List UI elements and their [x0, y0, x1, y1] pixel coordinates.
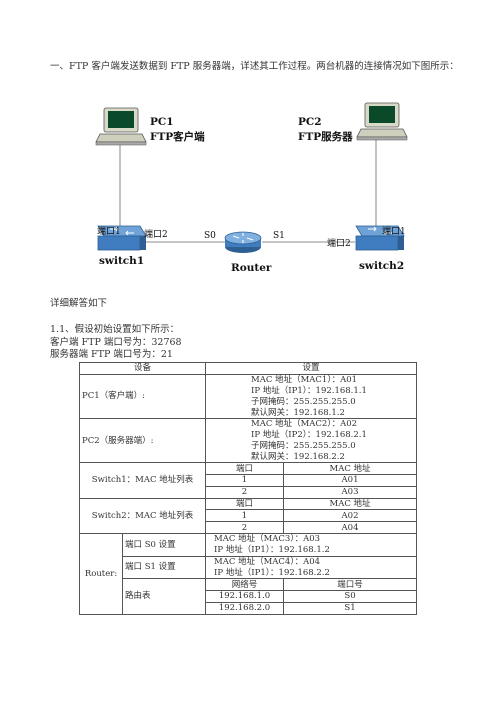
s1-cell: 端口 S1 设置 — [121, 555, 207, 580]
pc1-name-label: PC1 — [150, 116, 174, 128]
table-header-row: 设备 设置 — [78, 362, 418, 375]
switch2-label: switch2 — [359, 260, 405, 272]
s0-ip: IP 地址（IP1）：192.168.1.2 — [205, 544, 418, 557]
sw2-port1-label: 端口1 — [382, 227, 406, 237]
route-row1-net: 192.168.1.0 — [205, 589, 285, 603]
sw1-row1-mac: A01 — [283, 473, 418, 487]
pc2-name-label: PC2 — [298, 116, 322, 128]
router-cell: Router: — [79, 532, 123, 615]
table-row: Switch2：MAC 地址列表 端口 MAC 地址 — [78, 497, 418, 534]
sw1-row1-port: 1 — [205, 473, 285, 487]
pc1-cell: PC1（客户端）: — [78, 373, 207, 419]
switch2-cell: Switch2：MAC 地址列表 — [78, 497, 207, 534]
settings-table: 设备 设置 PC1（客户端）: MAC 地址（MAC1）：A01 IP 地址（I… — [78, 362, 418, 615]
pc2-role-label: FTP服务器 — [298, 131, 353, 143]
s1-ip: IP 地址（IP1）：192.168.2.2 — [205, 567, 418, 580]
route-table-cell: 路由表 — [121, 578, 207, 615]
router-s0-label: S0 — [204, 231, 216, 241]
switch1-icon — [97, 225, 147, 251]
pc2-computer-icon — [356, 102, 408, 141]
switch2-icon — [355, 225, 405, 251]
sw1-port-header: 端口 — [205, 462, 285, 475]
router-label: Router — [231, 262, 272, 274]
table-row: PC1（客户端）: MAC 地址（MAC1）：A01 — [78, 373, 418, 419]
pc2-gateway: 默认网关：192.168.2.2 — [205, 451, 418, 464]
s1-mac: MAC 地址（MAC4）：A04 — [205, 555, 418, 568]
header-device: 设备 — [78, 362, 207, 375]
sw1-port1-label: 端口1 — [97, 227, 121, 237]
sw1-port2-label: 端口2 — [144, 230, 168, 240]
client-port-text: 客户端 FTP 端口号为：32768 — [50, 337, 182, 348]
sw2-row1-port: 1 — [205, 509, 285, 523]
table-row: Router: 端口 S0 设置 MAC 地址（MAC3）：A03 — [79, 532, 418, 615]
sw2-port2-label: 端口2 — [327, 239, 351, 249]
sw2-mac-header: MAC 地址 — [283, 497, 418, 511]
pc2-mask: 子网掩码：255.255.255.0 — [205, 440, 418, 452]
sw2-port-header: 端口 — [205, 497, 285, 511]
pc1-computer-icon — [95, 107, 147, 146]
sw1-row2-port: 2 — [205, 485, 285, 499]
table-row: PC2（服务器端）: MAC 地址（MAC2）：A02 — [78, 417, 418, 464]
sw1-row2-mac: A03 — [283, 485, 418, 499]
pc1-role-label: FTP客户端 — [150, 131, 205, 143]
net-header: 网络号 — [205, 578, 285, 591]
sw1-mac-header: MAC 地址 — [283, 462, 418, 475]
pc1-mac: MAC 地址（MAC1）：A01 — [205, 373, 418, 386]
router-icon — [224, 231, 262, 253]
route-row2-port: S1 — [283, 601, 418, 615]
pc2-mac: MAC 地址（MAC2）：A02 — [205, 417, 418, 430]
pc2-cell: PC2（服务器端）: — [78, 417, 207, 464]
sw2-row1-mac: A02 — [283, 509, 418, 523]
pc1-mask: 子网掩码：255.255.255.0 — [205, 396, 418, 408]
header-setting: 设置 — [205, 362, 418, 375]
pc2-ip: IP 地址（IP2）：192.168.2.1 — [205, 429, 418, 441]
answer-intro: 详细解答如下 — [50, 298, 108, 309]
s0-mac: MAC 地址（MAC3）：A03 — [205, 532, 418, 545]
section-title: 1.1、假设初始设置如下所示： — [50, 324, 180, 335]
s0-cell: 端口 S0 设置 — [121, 532, 207, 557]
route-row1-port: S0 — [283, 589, 418, 603]
router-s1-label: S1 — [273, 231, 285, 241]
switch1-cell: Switch1：MAC 地址列表 — [78, 462, 207, 499]
table-row: Switch1：MAC 地址列表 端口 MAC 地址 — [78, 462, 418, 499]
pc1-gateway: 默认网关：192.168.1.2 — [205, 407, 418, 419]
pc1-ip: IP 地址（IP1）：192.168.1.1 — [205, 385, 418, 397]
port-no-header: 端口号 — [283, 578, 418, 591]
question-text: 一、FTP 客户端发送数据到 FTP 服务器端，详述其工作过程。两台机器的连接情… — [50, 61, 459, 72]
route-row2-net: 192.168.2.0 — [205, 601, 285, 615]
sw2-row2-mac: A04 — [283, 521, 418, 534]
sw2-row2-port: 2 — [205, 521, 285, 534]
server-port-text: 服务器端 FTP 端口号为：21 — [50, 349, 173, 360]
switch1-label: switch1 — [99, 255, 145, 267]
